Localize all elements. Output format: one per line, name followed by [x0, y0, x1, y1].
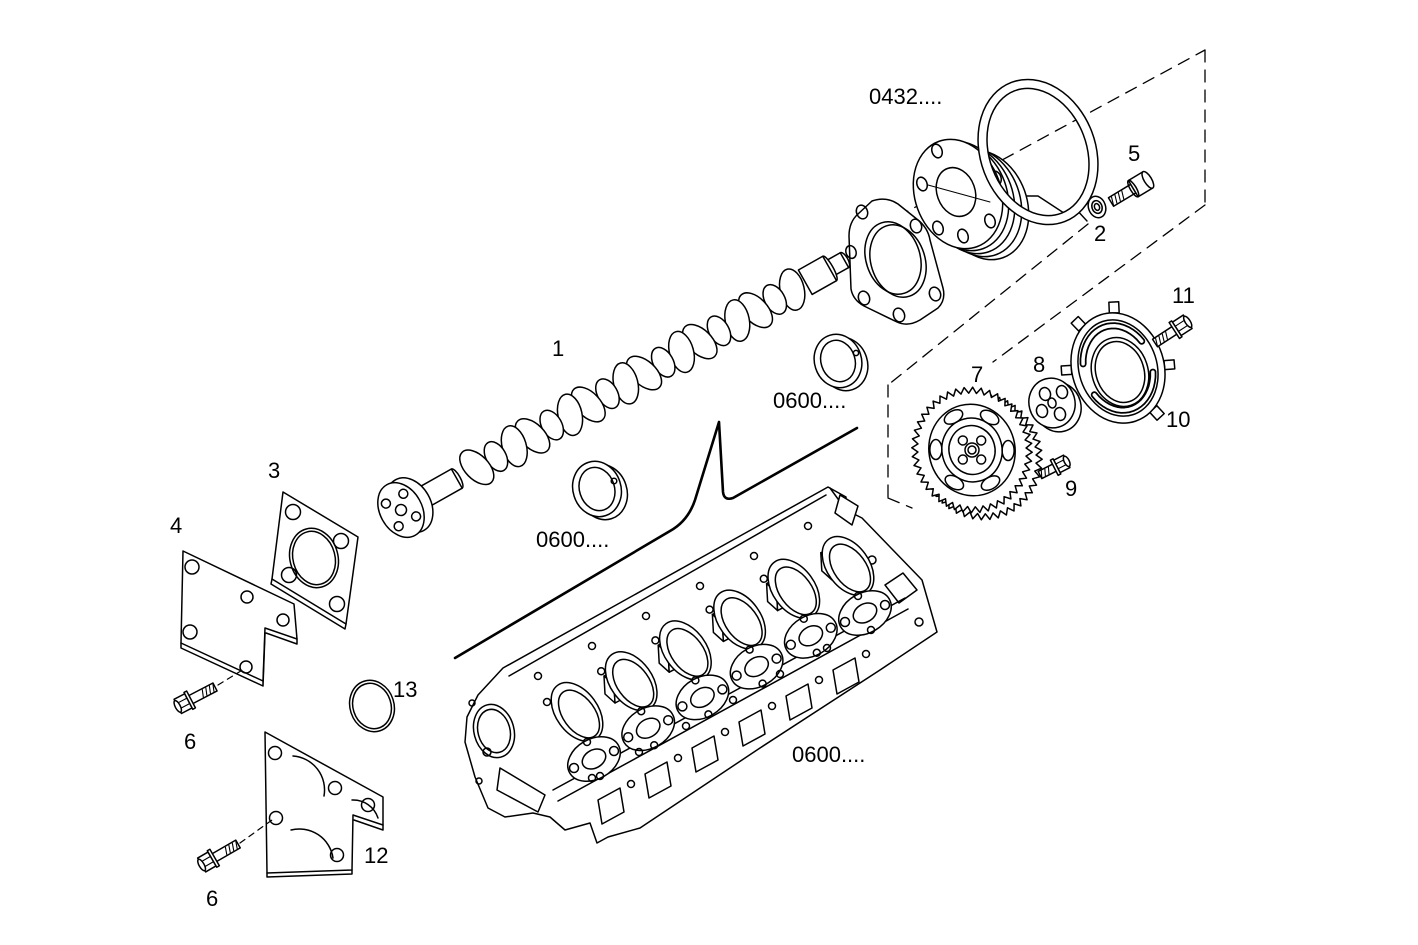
head-corner-boss — [834, 494, 859, 526]
callout-11[interactable]: 11 — [1172, 283, 1195, 308]
camshaft-hub — [912, 138, 1030, 261]
callout-1[interactable]: 1 — [552, 336, 564, 361]
camshaft-bore — [472, 703, 516, 759]
bolt-6-lower — [196, 839, 241, 873]
washer-2 — [1087, 195, 1107, 219]
callout-12[interactable]: 12 — [364, 843, 388, 868]
bracket-plate-12 — [264, 731, 384, 878]
cover-plate-4 — [180, 550, 298, 687]
callout-2[interactable]: 2 — [1094, 221, 1106, 246]
o-ring-seal-large — [977, 78, 1099, 226]
callout-9[interactable]: 9 — [1065, 476, 1077, 501]
bolt-6-upper — [173, 682, 218, 715]
camshaft-bush-lower — [571, 460, 629, 521]
callout-8[interactable]: 8 — [1033, 352, 1045, 377]
callout-7[interactable]: 7 — [971, 362, 983, 387]
callout-3[interactable]: 3 — [268, 458, 280, 483]
code-0600-upper[interactable]: 0600.... — [773, 388, 846, 413]
code-0600-lower[interactable]: 0600.... — [536, 527, 609, 552]
phonic-wheel-10 — [1060, 301, 1176, 424]
spacer-plate-8 — [1028, 377, 1082, 433]
bolt-9 — [1037, 454, 1071, 480]
callout-6-upper[interactable]: 6 — [184, 729, 196, 754]
callout-labels: 0432.... 1 5 2 11 7 8 10 9 0600.... 0600… — [170, 84, 1195, 911]
gasket-0432 — [845, 198, 945, 325]
code-0600-head[interactable]: 0600.... — [792, 742, 865, 767]
cylinder-head — [464, 486, 938, 844]
mounting-face-line — [453, 420, 859, 660]
camshaft-bush-upper — [813, 333, 869, 392]
callout-13[interactable]: 13 — [393, 677, 417, 702]
gasket-3 — [270, 491, 359, 630]
timing-gear-7 — [911, 386, 1043, 521]
code-0432[interactable]: 0432.... — [869, 84, 942, 109]
callout-5[interactable]: 5 — [1128, 141, 1140, 166]
bolt-11 — [1151, 314, 1193, 348]
o-ring-13 — [348, 679, 396, 733]
callout-10[interactable]: 10 — [1166, 407, 1190, 432]
bolt-5 — [1107, 170, 1155, 208]
bolt-leader-lines — [217, 668, 273, 844]
bolts — [173, 170, 1193, 873]
camshaft — [377, 251, 851, 539]
callout-4[interactable]: 4 — [170, 513, 182, 538]
callout-6-lower[interactable]: 6 — [206, 886, 218, 911]
